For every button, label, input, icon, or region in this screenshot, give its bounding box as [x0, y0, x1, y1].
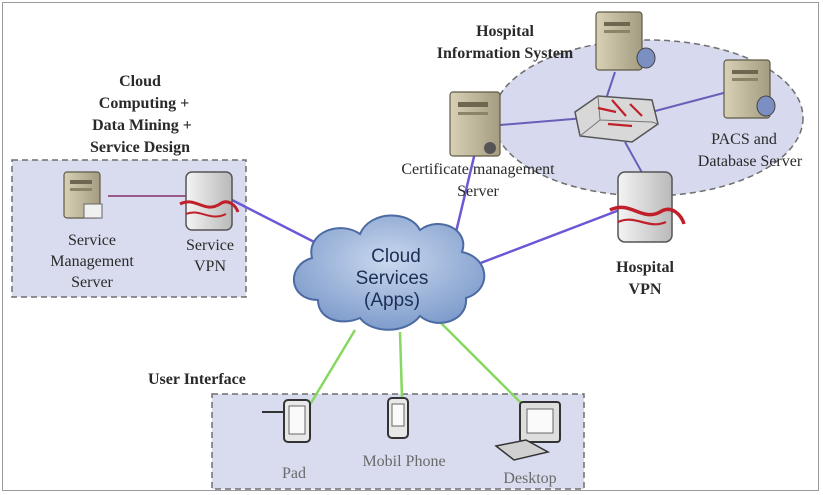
pacs-label-1: PACS and	[711, 131, 777, 148]
cert-label-2: Server	[457, 183, 499, 200]
cloud-services-icon	[293, 214, 486, 331]
user-interface-title: User Interface	[148, 371, 246, 388]
service-vpn-label-1: Service	[186, 237, 234, 254]
service-vpn-label-2: VPN	[194, 258, 226, 275]
cloud-computing-title-2: Computing +	[99, 95, 189, 112]
pad-icon	[262, 399, 311, 443]
service-server-label-2: Management	[50, 253, 134, 270]
mobile-phone-icon	[387, 397, 409, 439]
cloud-computing-title-3: Data Mining +	[92, 117, 192, 134]
pacs-label-2: Database Server	[698, 153, 803, 170]
hospital-vpn-label-1: Hospital	[616, 259, 674, 276]
service-server-label-1: Service	[68, 232, 116, 249]
desktop-label: Desktop	[503, 470, 556, 487]
mobile-phone-label: Mobil Phone	[362, 453, 445, 470]
hospital-vpn-icon	[609, 171, 686, 243]
vpn-icon	[179, 171, 240, 231]
cloud-services-label-line3: (Apps)	[364, 290, 420, 311]
cloud-computing-title-4: Service Design	[90, 139, 190, 156]
green-links	[306, 321, 529, 411]
pad-label: Pad	[282, 465, 306, 482]
cloud-services-label-line2: Services	[356, 268, 429, 289]
router-icon	[574, 95, 659, 143]
hospital-vpn-label-2: VPN	[629, 281, 662, 298]
cloud-services-label-line1: Cloud	[371, 246, 421, 267]
server-icon	[63, 171, 103, 219]
cert-label-1: Certificate management	[401, 161, 555, 178]
his-server-icon	[595, 11, 656, 71]
service-server-label-3: Server	[71, 274, 113, 291]
cloud-computing-title-1: Cloud	[119, 73, 161, 90]
certificate-server-icon	[449, 91, 501, 157]
desktop-icon	[494, 401, 561, 461]
pacs-server-icon	[723, 59, 776, 119]
his-label-1: Hospital	[476, 23, 534, 40]
his-label-2: Information System	[437, 45, 574, 62]
